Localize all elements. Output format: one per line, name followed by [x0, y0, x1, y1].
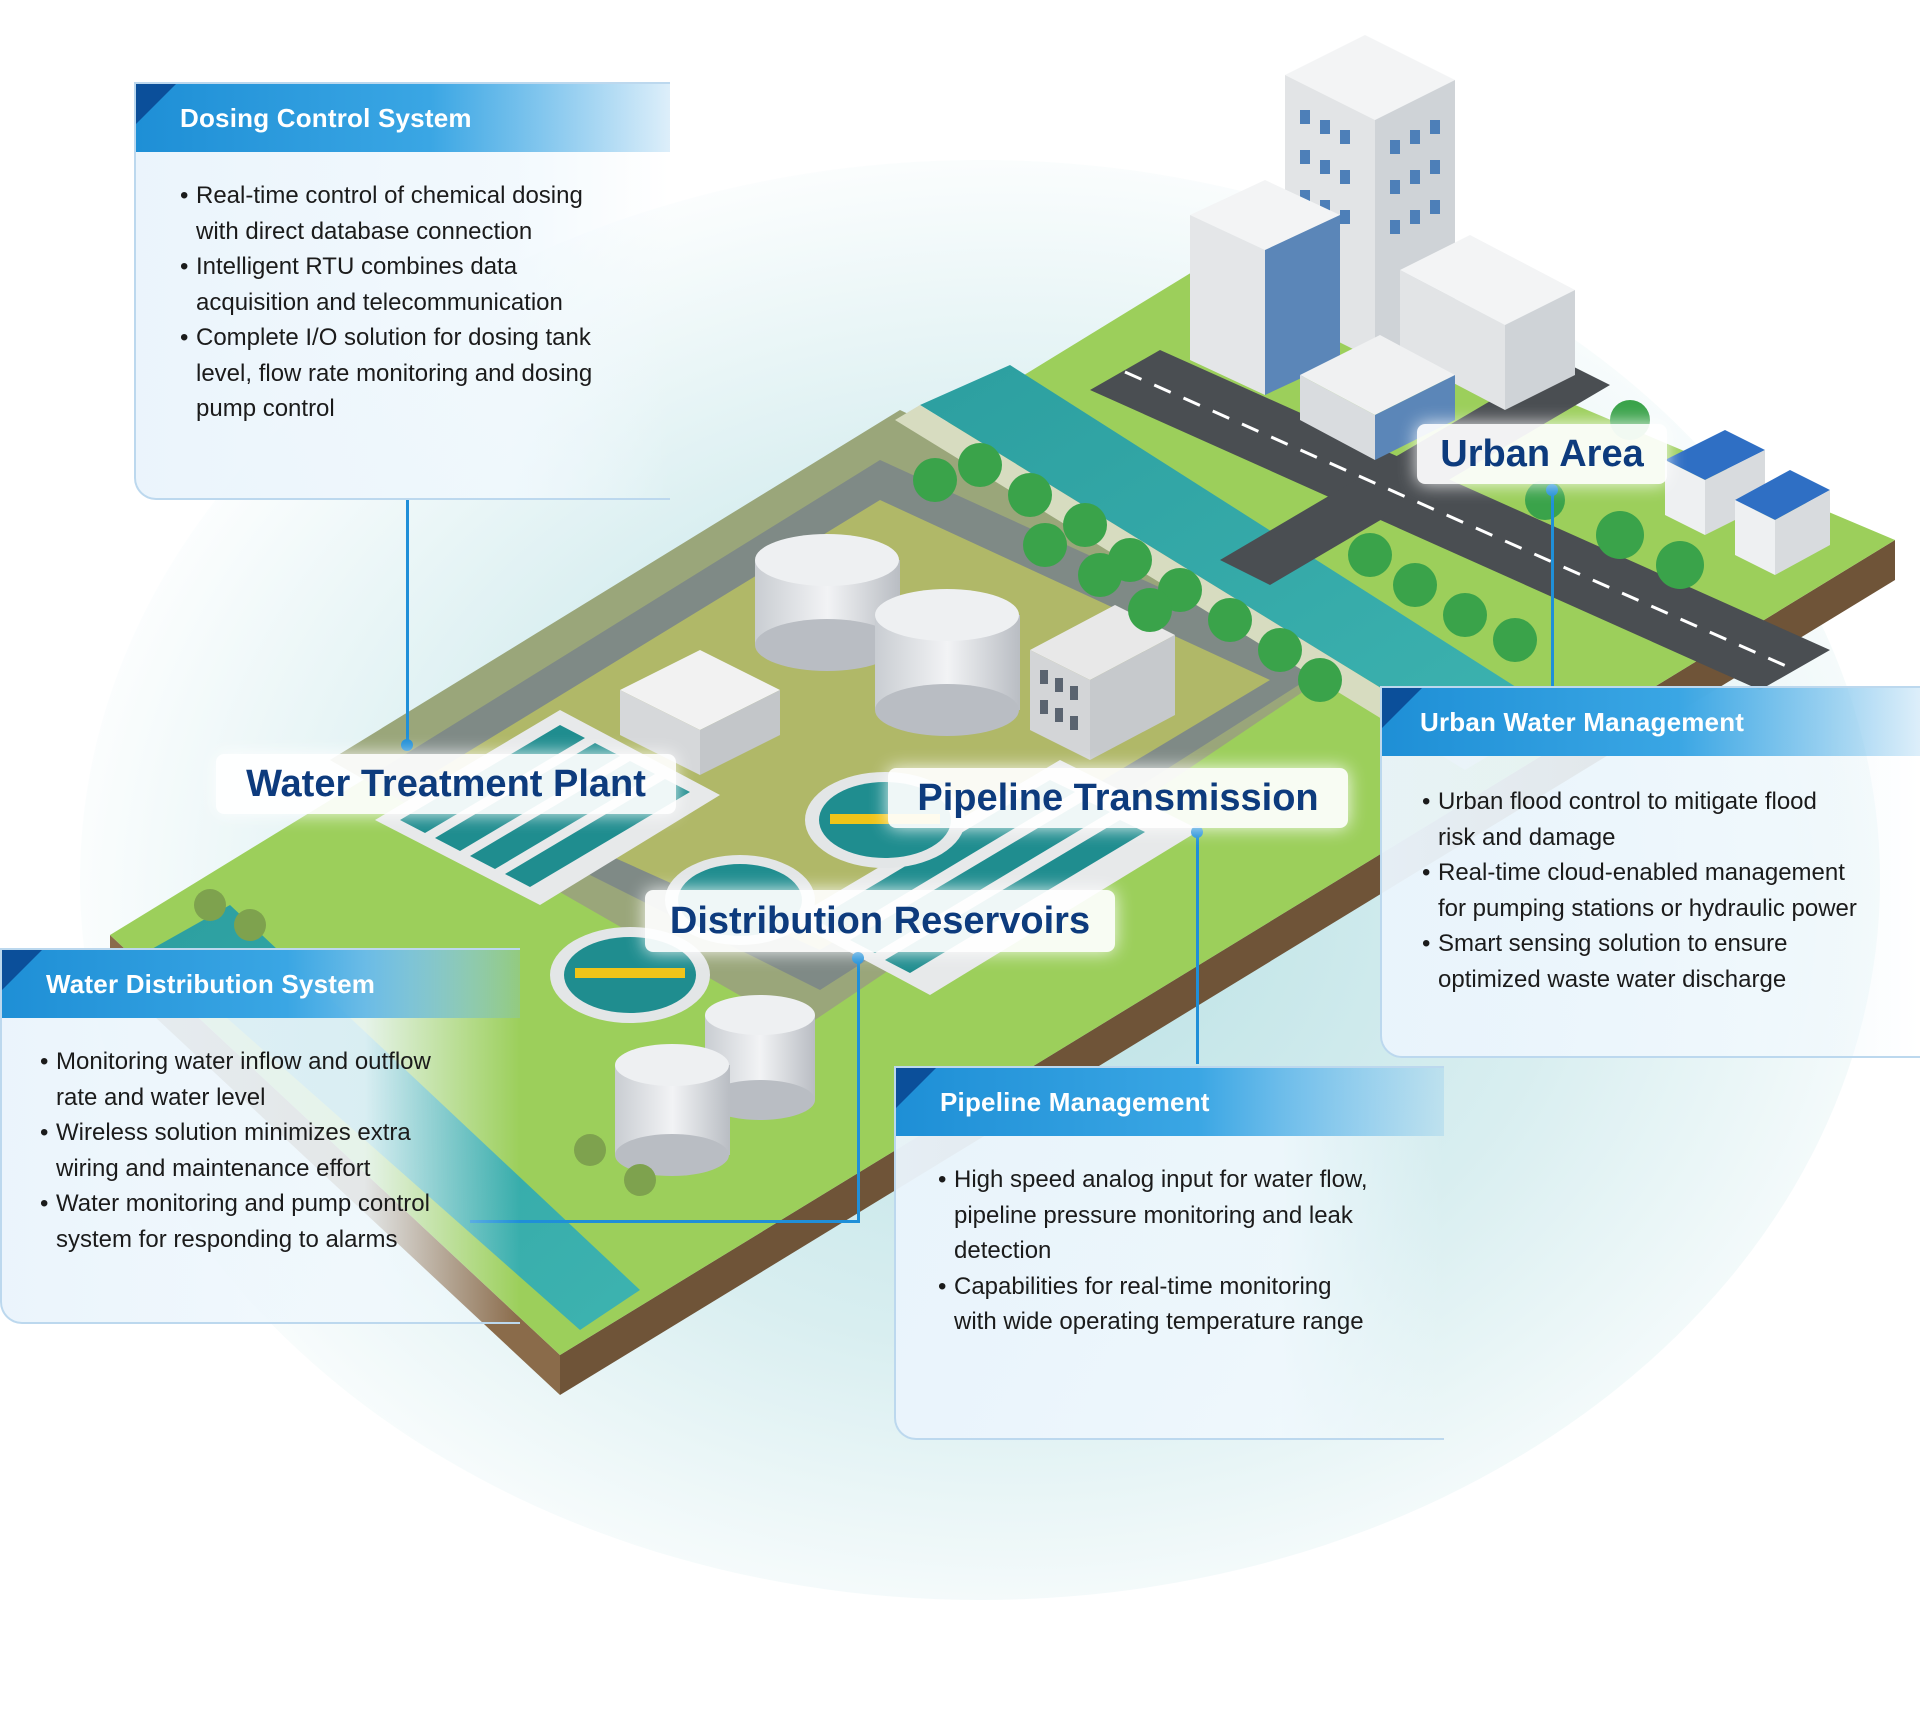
label-urban-area: Urban Area	[1417, 424, 1667, 484]
connector-dot-distribution	[852, 952, 864, 964]
list-item: Real-time control of chemical dosing wit…	[180, 178, 630, 249]
pipeline-management-title: Pipeline Management	[940, 1086, 1210, 1117]
connector-distribution-h	[470, 1220, 860, 1223]
plant-buildings	[620, 605, 1175, 775]
road-cross	[1220, 360, 1610, 585]
connector-dot-urban	[1546, 484, 1558, 496]
label-water-treatment-plant: Water Treatment Plant	[216, 754, 676, 814]
water-distribution-list: Monitoring water inflow and outflow rate…	[40, 1044, 460, 1257]
city-buildings	[1190, 35, 1575, 460]
label-pipeline-transmission: Pipeline Transmission	[888, 768, 1348, 828]
label-distribution-reservoirs: Distribution Reservoirs	[645, 890, 1115, 952]
connector-dot-dosing	[401, 739, 413, 751]
urban-water-list: Urban flood control to mitigate flood ri…	[1422, 784, 1860, 997]
water-distribution-title: Water Distribution System	[46, 968, 376, 999]
dosing-control-panel: Dosing Control System Real-time control …	[134, 82, 670, 500]
urban-water-panel: Urban Water Management Urban flood contr…	[1380, 686, 1920, 1058]
dosing-control-header: Dosing Control System	[136, 84, 670, 152]
connector-distribution-v	[857, 958, 860, 1223]
dosing-control-title: Dosing Control System	[180, 102, 472, 133]
list-item: Real-time cloud-enabled management for p…	[1422, 855, 1860, 926]
trees	[194, 400, 1704, 1196]
pipeline-management-panel: Pipeline Management High speed analog in…	[894, 1066, 1444, 1440]
pipeline-management-list: High speed analog input for water flow, …	[938, 1162, 1374, 1340]
list-item: High speed analog input for water flow, …	[938, 1162, 1374, 1269]
dosing-control-list: Real-time control of chemical dosing wit…	[180, 178, 630, 427]
connector-urban	[1551, 490, 1554, 688]
list-item: Water monitoring and pump control system…	[40, 1186, 460, 1257]
water-distribution-panel: Water Distribution System Monitoring wat…	[0, 948, 520, 1324]
urban-water-title: Urban Water Management	[1420, 706, 1745, 737]
list-item: Capabilities for real-time monitoring wi…	[938, 1269, 1374, 1340]
connector-pipeline	[1196, 832, 1199, 1064]
list-item: Monitoring water inflow and outflow rate…	[40, 1044, 460, 1115]
list-item: Smart sensing solution to ensure optimiz…	[1422, 926, 1860, 997]
list-item: Urban flood control to mitigate flood ri…	[1422, 784, 1860, 855]
houses	[1665, 430, 1830, 575]
storage-tanks-top	[755, 534, 1020, 736]
list-item: Intelligent RTU combines data acquisitio…	[180, 249, 630, 320]
water-distribution-header: Water Distribution System	[2, 950, 520, 1018]
list-item: Wireless solution minimizes extra wiring…	[40, 1115, 460, 1186]
pipeline-management-header: Pipeline Management	[896, 1068, 1444, 1136]
connector-dosing	[406, 498, 409, 744]
connector-dot-pipeline	[1191, 826, 1203, 838]
urban-water-header: Urban Water Management	[1382, 688, 1920, 756]
list-item: Complete I/O solution for dosing tank le…	[180, 320, 630, 427]
